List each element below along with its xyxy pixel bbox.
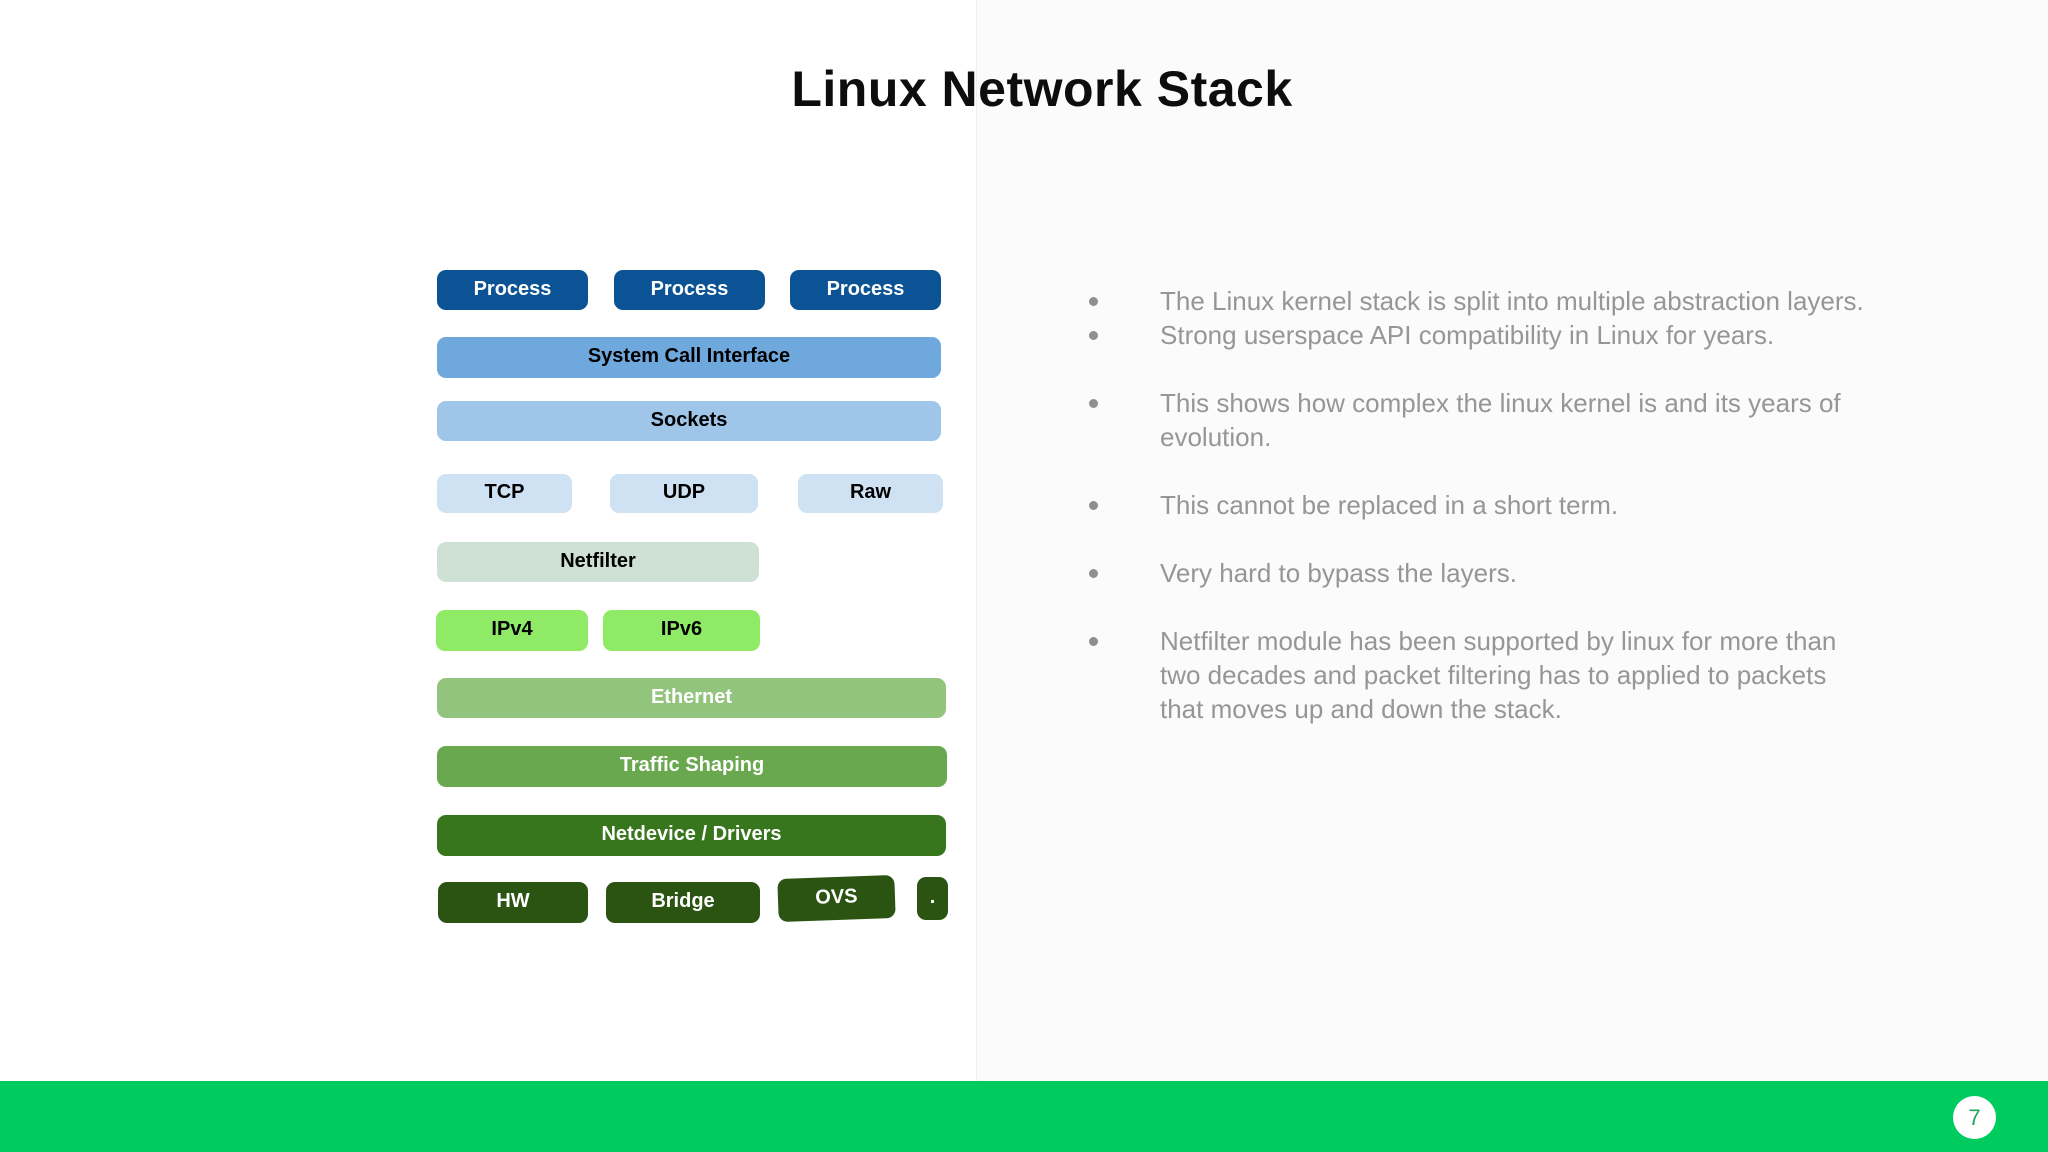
bullet-text: Very hard to bypass the layers.	[1160, 558, 1517, 588]
bullet-dot-icon	[1089, 399, 1098, 408]
list-item: This cannot be replaced in a short term.	[1089, 488, 1889, 522]
bullet-text: This shows how complex the linux kernel …	[1160, 388, 1841, 452]
layer-box-ovs: OVS	[777, 874, 896, 923]
layer-box-label: .	[929, 886, 936, 908]
bullet-text: The Linux kernel stack is split into mul…	[1160, 286, 1864, 316]
layer-box-label: Bridge	[651, 890, 715, 912]
layer-box-udp: UDP	[610, 474, 758, 513]
bullet-dot-icon	[1089, 331, 1098, 340]
bullet-text: Strong userspace API compatibility in Li…	[1160, 320, 1775, 350]
list-item: Very hard to bypass the layers.	[1089, 556, 1889, 590]
layer-box-label: Ethernet	[650, 685, 733, 708]
slide-right-panel	[976, 0, 2048, 1081]
layer-box-ipv4: IPv4	[436, 610, 588, 651]
layer-box-process-2: Process	[614, 270, 765, 310]
bullet-dot-icon	[1089, 297, 1098, 306]
layer-box-ipv6: IPv6	[603, 610, 760, 651]
layer-box-label: Netfilter	[560, 549, 636, 572]
footer-bar	[0, 1081, 2048, 1152]
layer-box-process-1: Process	[437, 270, 588, 310]
list-item: Strong userspace API compatibility in Li…	[1089, 318, 1889, 352]
bullet-text: This cannot be replaced in a short term.	[1160, 490, 1619, 520]
layer-box-ethernet: Ethernet	[437, 678, 946, 718]
layer-box-label: Process	[826, 277, 905, 300]
layer-box-label: HW	[496, 890, 530, 912]
layer-box-label: System Call Interface	[587, 345, 791, 367]
layer-box-hw: HW	[438, 882, 588, 923]
layer-box-label: OVS	[814, 885, 858, 909]
layer-box-label: IPv6	[660, 618, 703, 640]
list-item: This shows how complex the linux kernel …	[1089, 386, 1889, 454]
layer-box-label: Sockets	[650, 408, 728, 431]
page-number: 7	[1968, 1104, 1981, 1130]
layer-box-system-call-interface: System Call Interface	[437, 337, 941, 378]
bullet-list: The Linux kernel stack is split into mul…	[1089, 284, 1889, 760]
layer-box-bridge: Bridge	[606, 882, 760, 923]
layer-box-process-3: Process	[790, 270, 941, 310]
bullet-dot-icon	[1089, 569, 1098, 578]
layer-box-label: Netdevice / Drivers	[601, 823, 782, 845]
list-item: The Linux kernel stack is split into mul…	[1089, 284, 1889, 318]
layer-box-netdevice-drivers: Netdevice / Drivers	[437, 815, 946, 856]
list-item: Netfilter module has been supported by l…	[1089, 624, 1889, 726]
layer-box-sockets: Sockets	[437, 401, 941, 441]
layer-box-label: TCP	[484, 481, 525, 503]
layer-box-label: Traffic Shaping	[619, 754, 765, 776]
bullet-text: Netfilter module has been supported by l…	[1160, 626, 1837, 724]
layer-box-misc-dot: .	[917, 877, 948, 920]
layer-box-traffic-shaping: Traffic Shaping	[437, 746, 947, 787]
layer-box-label: Process	[650, 277, 729, 300]
bullet-dot-icon	[1089, 501, 1098, 510]
layer-box-netfilter: Netfilter	[437, 542, 759, 582]
layer-box-raw: Raw	[798, 474, 943, 513]
layer-box-tcp: TCP	[437, 474, 572, 513]
page-number-badge: 7	[1953, 1096, 1996, 1139]
layer-box-label: IPv4	[491, 618, 533, 640]
layer-box-label: UDP	[662, 481, 706, 503]
layer-box-label: Process	[473, 277, 552, 300]
slide-title: Linux Network Stack	[791, 61, 1293, 117]
layer-box-label: Raw	[849, 481, 892, 503]
bullet-dot-icon	[1089, 637, 1098, 646]
